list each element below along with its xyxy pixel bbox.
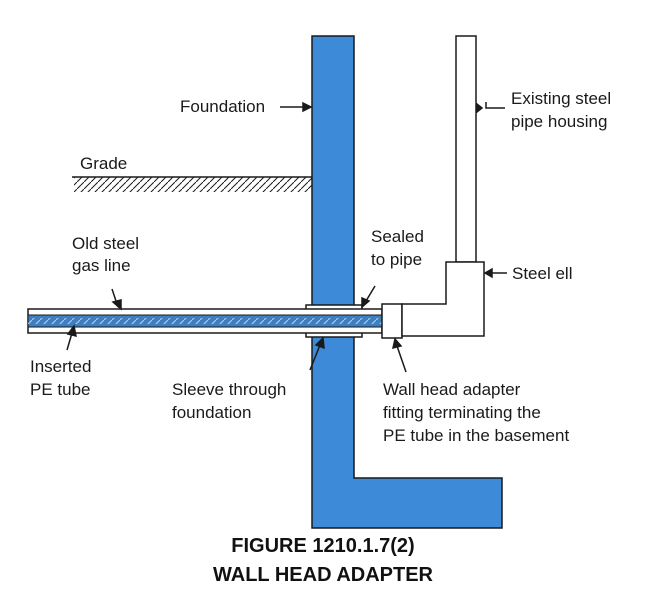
steel-ell-label: Steel ell — [512, 264, 573, 283]
foundation-label: Foundation — [180, 97, 266, 116]
inserted-pe-label-line2: PE tube — [30, 380, 91, 399]
old-steel-label-line2: gas line — [72, 256, 131, 275]
existing-housing-label-line1: Existing steel — [511, 89, 612, 108]
sealed-label-line1: Sealed — [371, 227, 424, 246]
adapter-label-line2: fitting terminating the — [383, 403, 541, 422]
leader-lines — [66, 101, 507, 373]
steel-ell — [401, 261, 485, 337]
adapter-label-line3: PE tube in the basement — [383, 426, 570, 445]
existing-steel-pipe-housing — [455, 35, 477, 263]
existing-housing-label-line2: pipe housing — [511, 112, 608, 131]
wall-head-adapter-fitting — [381, 303, 403, 339]
inserted-pe-label-line1: Inserted — [30, 357, 92, 376]
grade-label: Grade — [80, 154, 128, 173]
adapter-label-line1: Wall head adapter — [383, 380, 521, 399]
sealed-label-line2: to pipe — [371, 250, 423, 269]
figure-caption-title: WALL HEAD ADAPTER — [213, 564, 433, 586]
foundation-wall — [311, 35, 503, 529]
sleeve-label-line1: Sleeve through — [172, 380, 287, 399]
sleeve-label-line2: foundation — [172, 403, 252, 422]
old-steel-label-line1: Old steel — [72, 234, 140, 253]
figure-caption-number: FIGURE 1210.1.7(2) — [231, 535, 415, 557]
grade-ground — [72, 176, 312, 192]
